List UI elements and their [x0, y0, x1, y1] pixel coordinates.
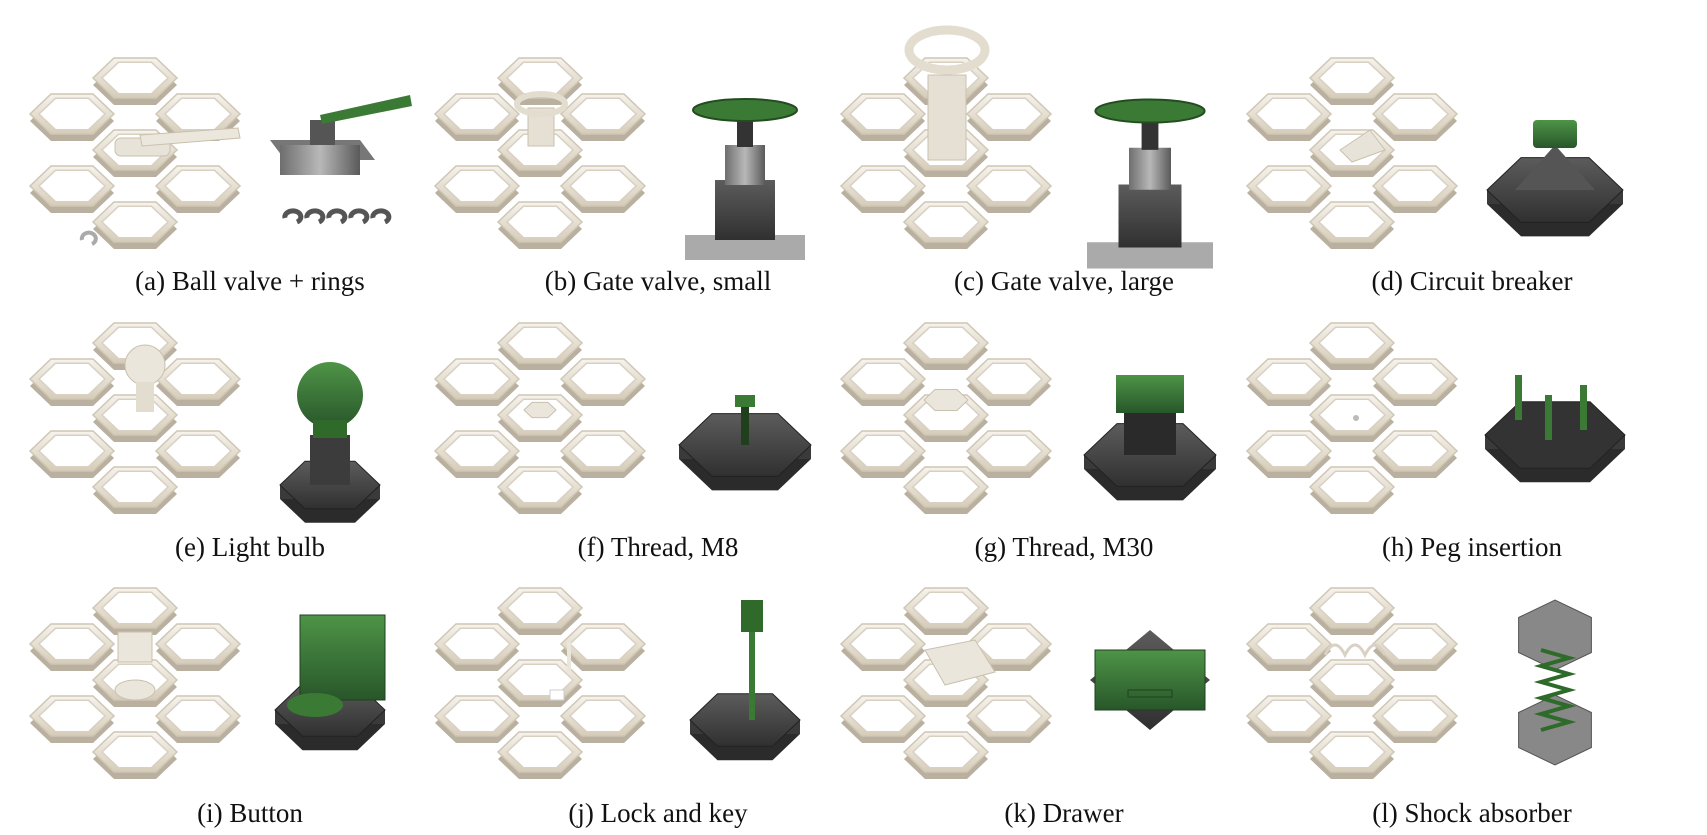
hex-board-g	[839, 322, 1053, 514]
caption-k: (k) Drawer	[1004, 798, 1124, 828]
drawer-front	[1094, 649, 1206, 711]
bulb-glass	[297, 362, 363, 428]
hex-board-c	[839, 57, 1053, 249]
hex-board-h	[1245, 322, 1459, 514]
key-on-board	[567, 642, 571, 672]
peg-1	[1580, 385, 1587, 430]
breaker-on-board	[1339, 129, 1386, 163]
ball-valve-part	[270, 95, 412, 175]
hex-board-b	[433, 57, 647, 249]
bulb-socket	[310, 435, 350, 485]
valve-stem-c	[927, 74, 967, 161]
hex-board-i	[28, 587, 242, 779]
button-cap	[287, 693, 343, 717]
nut-on-board-g	[923, 389, 969, 411]
caption-e: (e) Light bulb	[175, 532, 325, 562]
handwheel-b	[514, 91, 568, 117]
breaker-housing	[1515, 145, 1595, 190]
ring-3	[348, 208, 370, 225]
drawer-handle	[1127, 689, 1173, 698]
gate-valve-small-part	[685, 98, 805, 260]
ring-4	[370, 208, 392, 225]
ring-0	[282, 208, 304, 225]
caption-f: (f) Thread, M8	[577, 532, 739, 562]
handwheel-c	[904, 25, 990, 75]
ring-on-board	[79, 230, 98, 246]
keyhole-on-board	[549, 689, 565, 701]
hex-board-f	[433, 322, 647, 514]
thread-m30-nut	[1116, 375, 1184, 413]
caption-c: (c) Gate valve, large	[954, 266, 1174, 296]
caption-g: (g) Thread, M30	[974, 532, 1154, 562]
thread-m30-bolt	[1124, 410, 1176, 455]
hex-board-l	[1245, 587, 1459, 779]
ring-2	[326, 208, 348, 225]
caption-b: (b) Gate valve, small	[544, 266, 772, 296]
ring-1	[304, 208, 326, 225]
spring-on-board	[1323, 643, 1387, 659]
caption-d: (d) Circuit breaker	[1371, 266, 1573, 296]
peg-2	[1545, 395, 1552, 440]
thread-m8-bolt	[741, 405, 749, 445]
nut-on-board-f	[523, 401, 557, 419]
caption-j: (j) Lock and key	[568, 798, 748, 828]
button-cap-on-board	[114, 679, 156, 701]
caption-h: (h) Peg insertion	[1382, 532, 1562, 562]
shock-top-plate	[1518, 599, 1592, 671]
lock-base	[689, 693, 801, 761]
button-cover-on-board	[117, 631, 153, 663]
drawer-on-board	[924, 639, 996, 686]
hex-board-j	[433, 587, 647, 779]
peg-base	[1484, 401, 1626, 483]
hex-board-k	[839, 587, 1053, 779]
gate-valve-large-part	[1087, 98, 1213, 269]
peg-0	[1515, 375, 1522, 420]
key-shaft	[749, 630, 755, 720]
thread-m30-base	[1083, 423, 1217, 501]
shock-spring	[1533, 648, 1577, 732]
breaker-switch	[1533, 120, 1577, 148]
caption-i: (i) Button	[197, 798, 303, 828]
bulb-on-board	[124, 344, 166, 386]
caption-l: (l) Shock absorber	[1372, 798, 1572, 828]
peg-hole-on-board	[1353, 415, 1359, 421]
caption-a: (a) Ball valve + rings	[135, 266, 365, 296]
button-cover	[299, 614, 386, 701]
key-head	[741, 600, 763, 632]
shock-bottom-plate	[1518, 694, 1592, 766]
